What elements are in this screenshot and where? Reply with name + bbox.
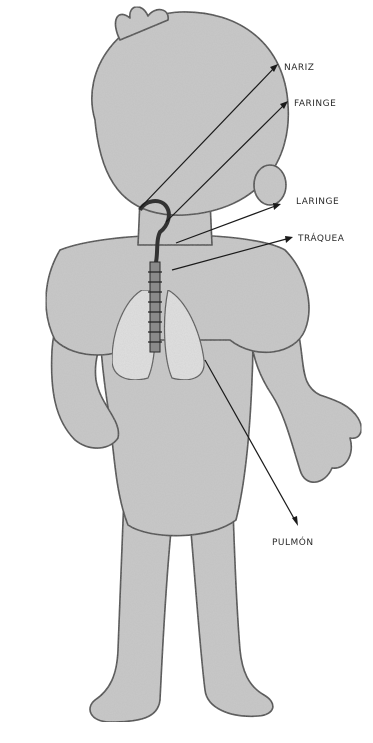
label-laringe: LARINGE — [296, 197, 339, 207]
label-traquea: TRÁQUEA — [297, 232, 345, 244]
arrow-traquea — [285, 236, 293, 243]
trachea — [150, 262, 160, 352]
ear — [254, 165, 286, 205]
label-faringe: FARINGE — [294, 99, 336, 109]
label-pulmon: PULMÓN — [272, 536, 314, 548]
label-nariz: NARIZ — [284, 63, 314, 73]
arrow-laringe — [273, 203, 281, 210]
